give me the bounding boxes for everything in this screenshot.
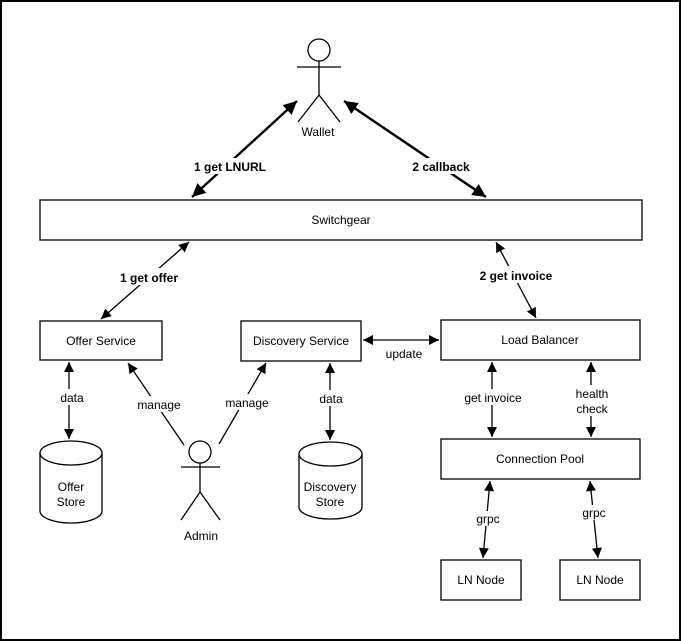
label-bg bbox=[384, 345, 424, 361]
edge-label-manage-offer: manage bbox=[137, 398, 181, 412]
edge-label-get-offer: 1 get offer bbox=[120, 271, 178, 285]
offer-store-label-line1: Offer bbox=[58, 480, 84, 494]
label-bg bbox=[120, 268, 178, 285]
edge-label-grpc-left: grpc bbox=[476, 512, 499, 526]
load-balancer-box bbox=[440, 319, 641, 361]
wallet-leg-right bbox=[318, 94, 341, 123]
node-switchgear: Switchgear bbox=[39, 199, 643, 241]
node-load-balancer: Load Balancer bbox=[440, 319, 641, 361]
ln-node-left-label: LN Node bbox=[457, 573, 505, 587]
label-bg bbox=[572, 385, 612, 416]
edge-label-manage-discovery: manage bbox=[225, 396, 269, 410]
offer-store-label-line2: Store bbox=[57, 495, 86, 509]
label-bg bbox=[580, 505, 608, 520]
connection-pool-box bbox=[440, 438, 641, 480]
edge-label-check: check bbox=[576, 402, 608, 416]
node-ln-node-right: LN Node bbox=[559, 559, 641, 601]
discovery-store-cylinder-lid bbox=[298, 453, 363, 467]
edge-label-callback: 2 callback bbox=[412, 160, 470, 174]
connection-pool-label: Connection Pool bbox=[496, 452, 584, 466]
edge-label-get-invoice-upper: 2 get invoice bbox=[480, 269, 553, 283]
admin-leg-right bbox=[199, 491, 221, 521]
offer-service-label: Offer Service bbox=[66, 334, 136, 348]
discovery-store-label-line2: Store bbox=[316, 495, 345, 509]
label-bg bbox=[316, 390, 345, 406]
wallet-label: Wallet bbox=[302, 125, 336, 139]
label-bg bbox=[223, 394, 270, 410]
offer-store-cylinder-lid bbox=[39, 452, 103, 466]
edge-label-get-lnurl: 1 get LNURL bbox=[194, 160, 266, 174]
label-bg bbox=[463, 389, 523, 405]
ln-node-right-label: LN Node bbox=[576, 573, 624, 587]
discovery-store-cylinder bbox=[298, 441, 363, 520]
offer-store-cylinder bbox=[39, 440, 103, 524]
actor-wallet: Wallet bbox=[297, 38, 341, 139]
node-offer-store: Offer Store bbox=[39, 440, 103, 524]
switchgear-label: Switchgear bbox=[311, 213, 370, 227]
admin-head bbox=[188, 440, 212, 464]
node-discovery-store: Discovery Store bbox=[298, 441, 363, 520]
node-ln-node-left: LN Node bbox=[440, 559, 522, 601]
label-bg bbox=[474, 511, 502, 526]
admin-leg-left bbox=[180, 491, 201, 521]
offer-service-box bbox=[39, 320, 163, 361]
edge-label-offer-data: data bbox=[60, 391, 84, 405]
ln-node-left-box bbox=[440, 559, 522, 601]
node-connection-pool: Connection Pool bbox=[440, 438, 641, 480]
ln-node-right-box bbox=[559, 559, 641, 601]
wallet-head bbox=[307, 38, 331, 62]
wallet-leg-left bbox=[297, 94, 320, 123]
edge-label-discovery-data: data bbox=[319, 392, 343, 406]
edge-labels: 1 get LNURL 2 callback 1 get offer 2 get… bbox=[57, 158, 612, 526]
discovery-store-label-line1: Discovery bbox=[304, 480, 357, 494]
actor-admin: Admin bbox=[180, 440, 221, 543]
switchgear-box bbox=[39, 199, 643, 241]
label-bg bbox=[412, 158, 470, 174]
node-offer-service: Offer Service bbox=[39, 320, 163, 361]
load-balancer-label: Load Balancer bbox=[501, 333, 578, 347]
edge-label-grpc-right: grpc bbox=[582, 506, 605, 520]
discovery-service-box bbox=[240, 320, 362, 362]
edge-get-lnurl bbox=[191, 100, 298, 198]
label-bg bbox=[57, 389, 86, 405]
edge-label-health: health bbox=[576, 387, 609, 401]
discovery-service-label: Discovery Service bbox=[253, 334, 349, 348]
edge-callback bbox=[343, 100, 487, 198]
label-bg bbox=[193, 158, 267, 174]
edge-label-update: update bbox=[386, 347, 423, 361]
label-bg bbox=[479, 266, 553, 283]
node-discovery-service: Discovery Service bbox=[240, 320, 362, 362]
admin-label: Admin bbox=[184, 529, 218, 543]
edge-label-get-invoice: get invoice bbox=[464, 391, 522, 405]
label-bg bbox=[135, 396, 182, 412]
